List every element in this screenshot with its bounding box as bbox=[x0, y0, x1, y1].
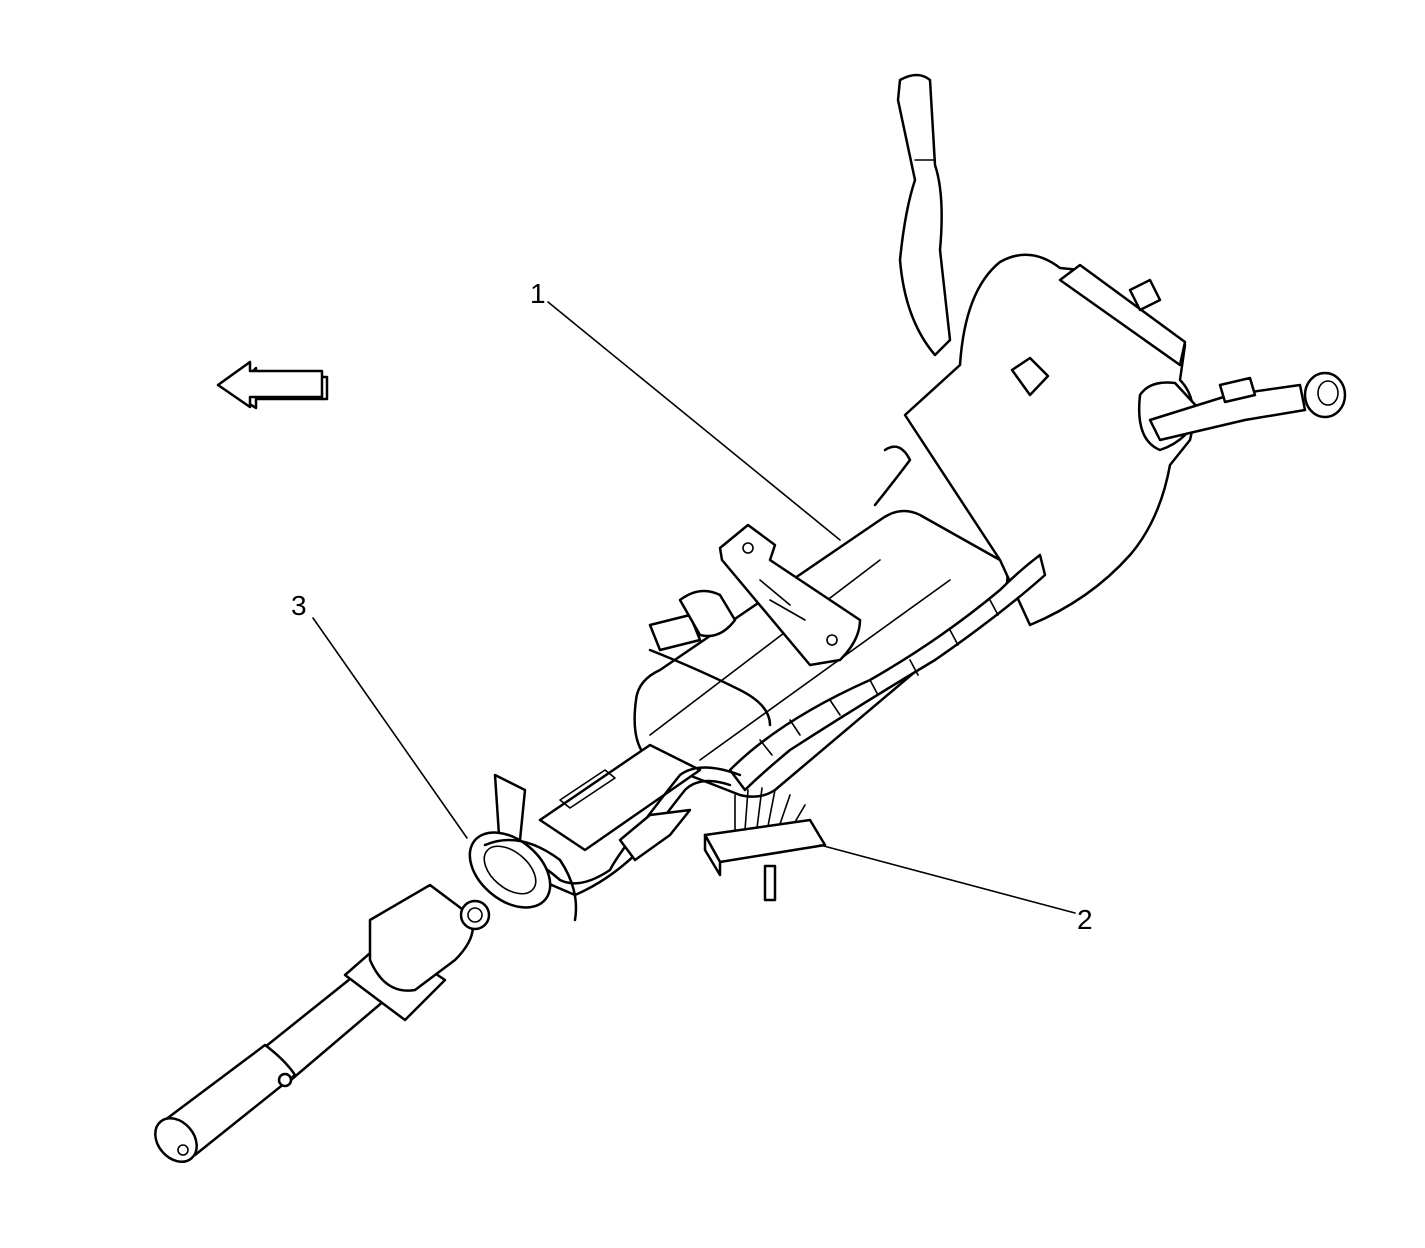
intermediate-shaft bbox=[154, 883, 491, 1163]
leader-line-1 bbox=[547, 301, 841, 541]
harness-connector bbox=[703, 787, 827, 902]
leader-line-3 bbox=[312, 617, 468, 839]
callout-1: 1 bbox=[530, 278, 546, 309]
callout-2: 2 bbox=[1077, 904, 1093, 935]
leader-line-2 bbox=[819, 844, 1076, 914]
shift-lever bbox=[896, 73, 952, 357]
grommet bbox=[468, 773, 578, 922]
turn-signal-lever bbox=[1148, 371, 1347, 442]
left-arrow-icon bbox=[216, 360, 329, 410]
callout-3: 3 bbox=[291, 590, 307, 621]
mounting-bracket bbox=[718, 523, 862, 667]
